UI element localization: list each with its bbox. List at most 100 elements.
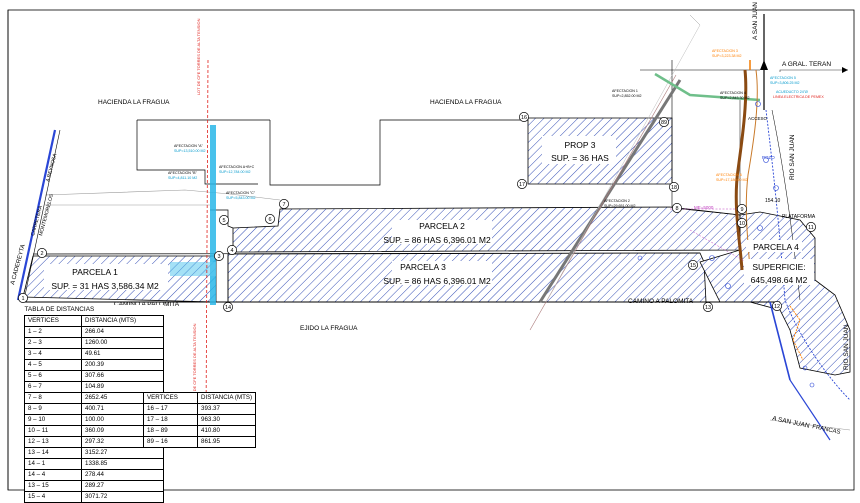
svg-text:AFECTACION "B": AFECTACION "B" <box>168 171 198 175</box>
vertex-label: 9 <box>740 207 743 213</box>
parcela-1-sup: SUP. = 31 HAS 3,586.34 M2 <box>51 281 159 291</box>
svg-text:SUP=4,811.10 M2: SUP=4,811.10 M2 <box>168 176 197 180</box>
vertex-label: 10 <box>739 221 745 227</box>
svg-text:SUP=17,180.00 M2: SUP=17,180.00 M2 <box>716 178 747 182</box>
vertex-pair-cell: 9 – 10 <box>24 414 82 426</box>
vertex-circle <box>517 179 527 189</box>
road-label-francas: FRANCAS <box>812 424 841 436</box>
road-label-rio-san-juan-1: RIO SAN JUAN <box>789 134 796 180</box>
vertex-1: 1 <box>18 293 28 303</box>
svg-text:ACUEDUCTO 24"Ø: ACUEDUCTO 24"Ø <box>776 90 808 94</box>
parcela-4-sup: 645,498.64 M2 <box>751 275 808 285</box>
vertex-circle <box>227 245 237 255</box>
road-label-san-juan-top: A SAN JUAN <box>752 2 759 40</box>
svg-text:AFECTACION 4: AFECTACION 4 <box>720 91 746 95</box>
distance-cell: 1338.85 <box>81 458 164 470</box>
vertex-2: 2 <box>37 248 47 258</box>
pozo-label: POZO <box>762 155 775 160</box>
carretera-left <box>16 129 57 301</box>
parcela-4-name: PARCELA 4 <box>753 242 799 252</box>
vertex-label: 18 <box>671 185 677 191</box>
vertex-pair-cell: 17 – 18 <box>143 414 198 426</box>
svg-text:AFECTACION 5: AFECTACION 5 <box>770 76 796 80</box>
svg-text:LDT DE CFE TORRES DE ALTA TENS: LDT DE CFE TORRES DE ALTA TENSION <box>192 323 197 400</box>
parcela-4-area <box>699 211 851 376</box>
road-label-rio-san-juan-2: RIO SAN JUAN <box>843 324 850 370</box>
distance-cell: 307.66 <box>81 370 164 382</box>
distance-cell: 393.37 <box>196 403 257 415</box>
camino-label-left: CAMINO A PALOMITA <box>114 301 180 308</box>
vertex-label: 5 <box>222 218 225 224</box>
vertex-pair-cell: 15 – 4 <box>24 491 82 503</box>
vertex-circle <box>223 302 233 312</box>
vertex-3: 3 <box>214 251 224 261</box>
distance-cell: 289.27 <box>81 480 164 492</box>
vertex-circle <box>672 203 682 213</box>
distance-cell: 266.04 <box>81 326 164 338</box>
camino-label-right: CAMINO A PALOMITA <box>628 298 694 305</box>
distance-cell: 410.80 <box>196 425 257 437</box>
vertex-circle <box>214 251 224 261</box>
parcela-1-name: PARCELA 1 <box>72 267 118 277</box>
svg-text:AFECTACION 3: AFECTACION 3 <box>712 49 738 53</box>
svg-text:SUP=3,223.38 M2: SUP=3,223.38 M2 <box>712 54 741 58</box>
vertex-pair-cell: 13 – 14 <box>24 447 82 459</box>
vertex-pair-cell: 8 – 9 <box>24 403 82 415</box>
vertex-pair-cell: 4 – 5 <box>24 359 82 371</box>
vertex-4: 4 <box>227 245 237 255</box>
distance-cell: 278.44 <box>81 469 164 481</box>
vertex-pair-cell: 2 – 3 <box>24 337 82 349</box>
svg-text:AFECTACION "C": AFECTACION "C" <box>226 191 256 195</box>
svg-text:AFECTACION 6: AFECTACION 6 <box>716 173 742 177</box>
vertex-5: 5 <box>219 215 229 225</box>
distance-cell: 200.39 <box>81 359 164 371</box>
vertex-89: 89 <box>659 117 669 127</box>
pipeline-brown <box>734 69 748 271</box>
vertex-circle <box>737 204 747 214</box>
parcela-3-sup: SUP. = 86 HAS 6,396.01 M2 <box>383 276 491 286</box>
road-green <box>654 72 761 102</box>
vertex-7: 7 <box>279 199 289 209</box>
vertex-label: 13 <box>705 305 711 311</box>
pipeline-diagonal <box>538 79 682 303</box>
vertex-label: 1 <box>21 296 24 302</box>
distance-cell: 963.30 <box>196 414 257 426</box>
distance-cell: 49.61 <box>81 348 164 360</box>
acceso-label: ACCESO <box>748 116 768 121</box>
vertex-pair-cell: 10 – 11 <box>24 425 82 437</box>
vertex-label: 14 <box>225 305 231 311</box>
vertex-label: 3 <box>217 254 220 260</box>
svg-text:SUP=3,806.25 M2: SUP=3,806.25 M2 <box>770 81 799 85</box>
vertex-label: 2 <box>40 251 43 257</box>
table2-header-vertices: VERTICES <box>143 392 198 404</box>
vertex-circle <box>37 248 47 258</box>
vertex-label: 89 <box>661 120 667 126</box>
hacienda-label-right: HACIENDA LA FRAGUA <box>430 99 502 106</box>
svg-text:AFECTACION "A": AFECTACION "A" <box>174 144 204 148</box>
svg-text:SUP=2,852.00 M2: SUP=2,852.00 M2 <box>612 94 641 98</box>
vertex-17: 17 <box>517 179 527 189</box>
vertex-circle <box>806 222 816 232</box>
parcela-2-sup: SUP. = 86 HAS 6,396.01 M2 <box>383 235 491 245</box>
distance-cell: 104.89 <box>81 381 164 393</box>
parcela-2-name: PARCELA 2 <box>419 221 465 231</box>
distance-cell: 3152.27 <box>81 447 164 459</box>
prop-3-sup: SUP. = 36 HAS <box>551 153 609 163</box>
vertex-pair-cell: 1 – 2 <box>24 326 82 338</box>
svg-text:AFECTACION 1: AFECTACION 1 <box>612 89 638 93</box>
vertex-label: 6 <box>268 217 271 223</box>
vertex-pair-cell: 6 – 7 <box>24 381 82 393</box>
vertex-14: 14 <box>223 302 233 312</box>
